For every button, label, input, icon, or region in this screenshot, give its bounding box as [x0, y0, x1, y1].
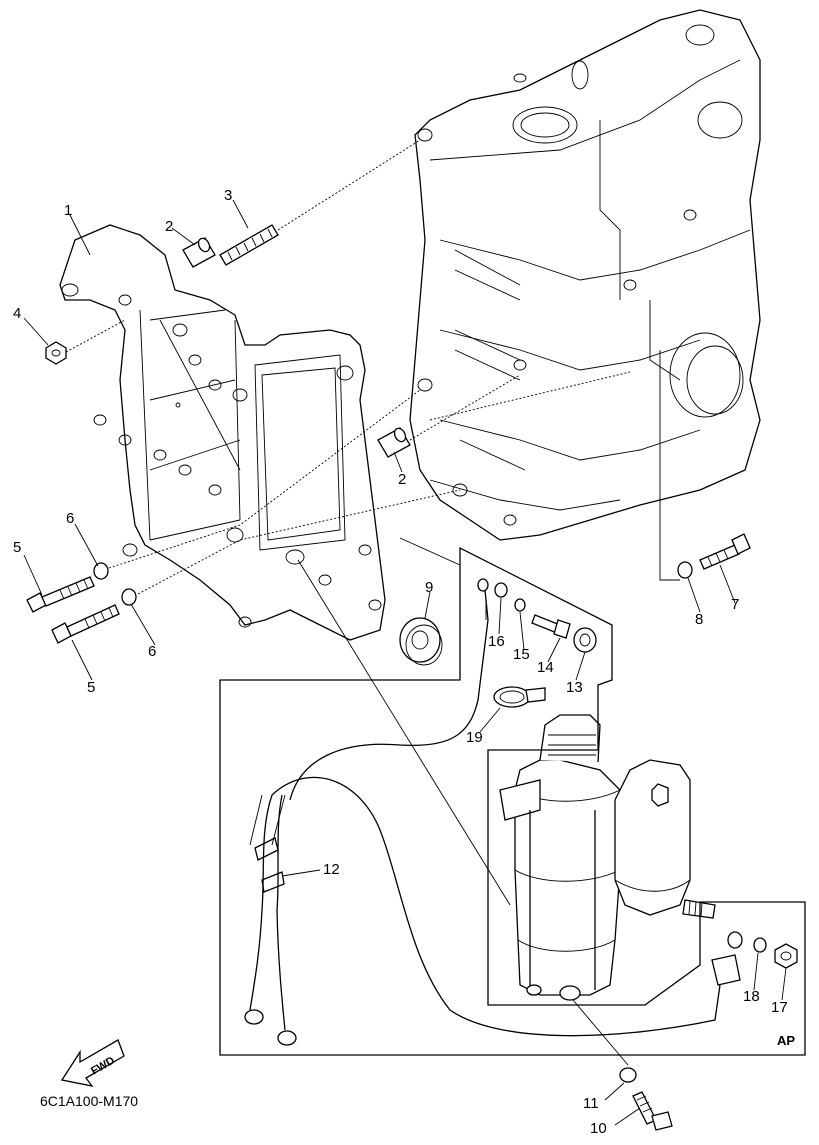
clamp: [493, 686, 546, 708]
bolt-10: [632, 1091, 673, 1131]
label-part-1: 1: [64, 202, 72, 219]
collar-lower: [377, 427, 411, 458]
guide-line-right: [429, 371, 631, 421]
cable-run-lower: [271, 776, 721, 1037]
guide-line-bolt-b: [137, 489, 461, 595]
leader-lines: [23, 199, 787, 1126]
label-part-2b: 2: [398, 471, 406, 488]
stud-bolt: [219, 224, 279, 266]
label-part-9: 9: [425, 579, 433, 596]
fwd-arrow-icon: FWD: [60, 1039, 125, 1087]
cable-run-upper: [289, 619, 489, 801]
washer-16: [494, 582, 508, 598]
grommet: [399, 617, 443, 666]
bolt-lower-5: [51, 604, 120, 644]
electrical-bracket: [59, 224, 386, 641]
label-part-15: 15: [513, 646, 530, 663]
collar-upper: [182, 237, 216, 268]
ap-tag: AP: [777, 1033, 795, 1048]
bolt-7: [699, 533, 751, 570]
lock-washer-15: [514, 598, 526, 612]
engine-block: [409, 9, 761, 541]
nut-17: [774, 943, 798, 969]
label-part-7: 7: [731, 596, 739, 613]
guide-line-bolt-a: [108, 389, 421, 569]
screw-14: [531, 614, 571, 639]
lock-washer-18: [753, 937, 767, 953]
nut: [45, 341, 67, 365]
washer-upper-6: [93, 562, 109, 580]
label-part-8: 8: [695, 611, 703, 628]
label-part-5a: 5: [13, 539, 21, 556]
washer-lower-6: [121, 588, 137, 606]
callout-line-bracket: [297, 559, 511, 906]
label-part-4: 4: [13, 305, 21, 322]
label-part-11: 11: [583, 1095, 599, 1112]
label-part-19: 19: [466, 729, 483, 746]
label-part-6b: 6: [148, 643, 156, 660]
label-part-10: 10: [590, 1120, 607, 1137]
detail-frame: [219, 546, 806, 1056]
label-part-12: 12: [323, 861, 340, 878]
callout-line-grommet: [399, 537, 461, 566]
washer-11: [619, 1067, 637, 1083]
starter-motor: [499, 714, 716, 1001]
label-part-5b: 5: [87, 679, 95, 696]
label-part-13: 13: [566, 679, 583, 696]
callout-line-starter-bolt: [572, 999, 629, 1066]
guide-line-nut: [65, 319, 126, 353]
starter-cable-terminal: [711, 931, 743, 986]
label-part-3: 3: [224, 187, 232, 204]
callout-line-engine-bolt: [659, 350, 680, 581]
ring-terminal: [477, 578, 489, 621]
label-part-17: 17: [771, 999, 788, 1016]
bolt-upper-5: [26, 576, 95, 613]
figure-code: 6C1A100-M170: [40, 1093, 138, 1109]
guide-line-collar: [409, 374, 521, 441]
small-grommet: [573, 627, 597, 653]
label-part-16: 16: [488, 633, 505, 650]
guide-line-stud: [277, 139, 421, 231]
label-part-18: 18: [743, 988, 760, 1005]
label-part-2a: 2: [165, 218, 173, 235]
label-part-14: 14: [537, 659, 554, 676]
washer-8: [677, 561, 693, 579]
label-part-6a: 6: [66, 510, 74, 527]
wire-harness: [244, 794, 297, 1046]
